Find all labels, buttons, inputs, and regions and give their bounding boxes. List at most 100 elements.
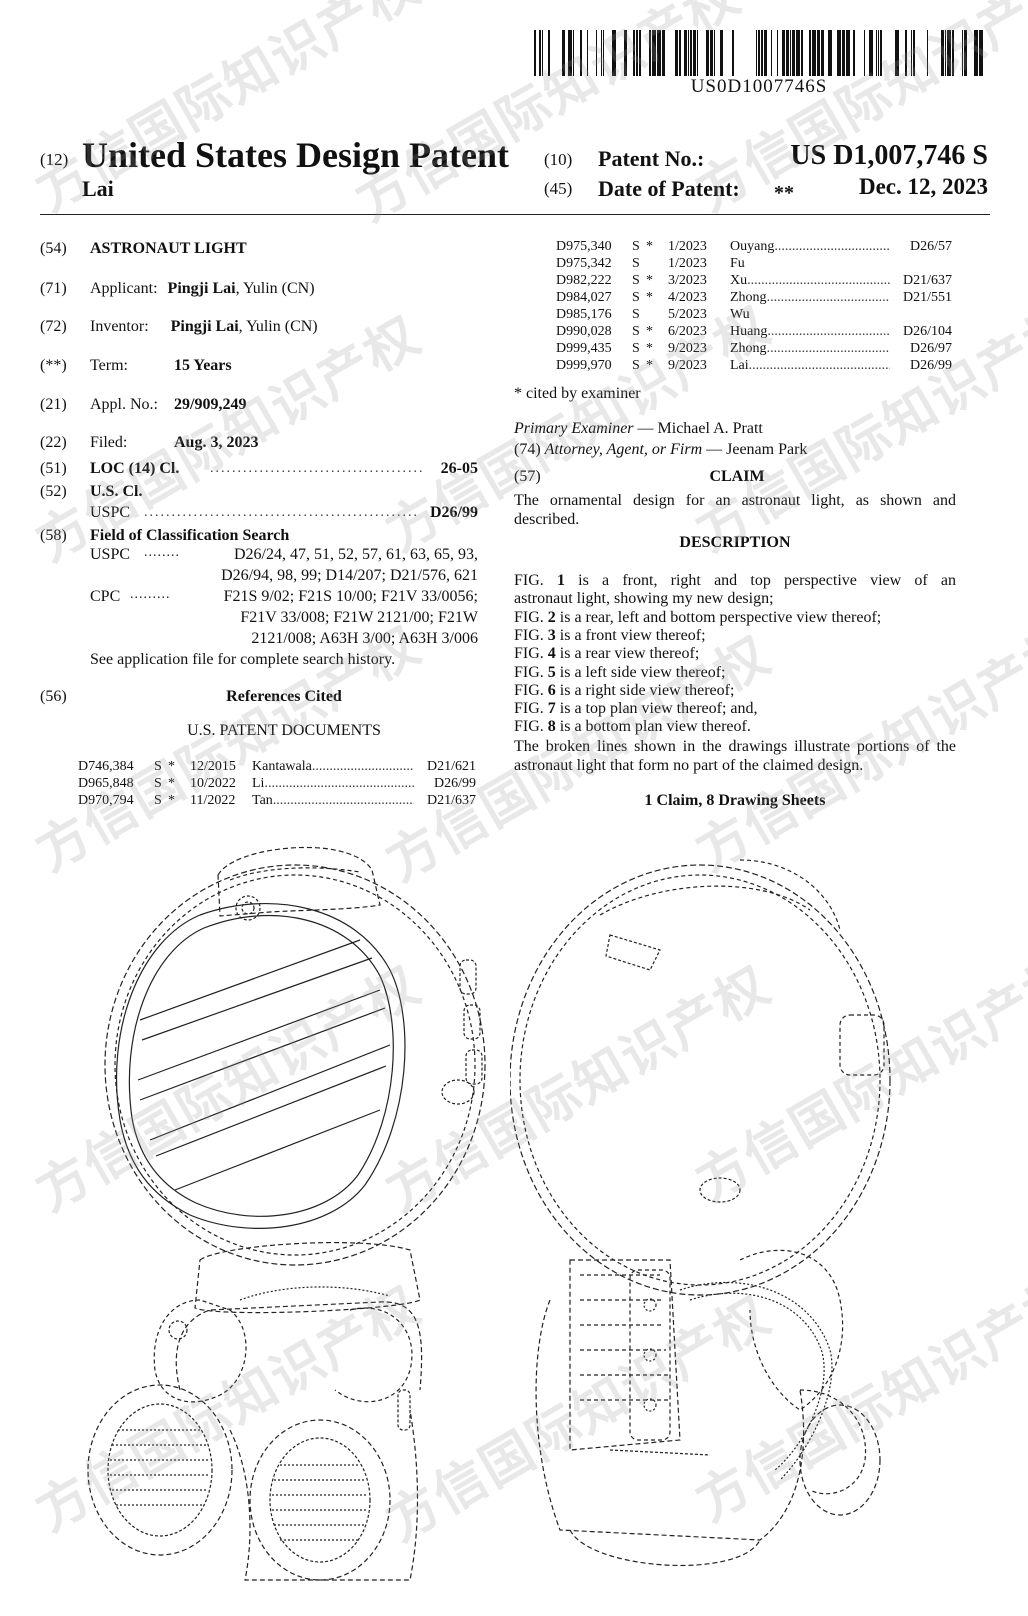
- us-cl-uspc-label: USPC: [90, 504, 131, 521]
- header-rule: [40, 214, 990, 215]
- reference-class: D26/99: [910, 358, 952, 373]
- figure-number: 5: [547, 663, 556, 681]
- inventor-location: , Yulin (CN): [238, 318, 318, 335]
- reference-name: Zhong ..................................…: [730, 341, 890, 356]
- reference-date: 6/2023: [668, 324, 707, 339]
- attorney-name: — Jeenam Park: [706, 441, 808, 458]
- reference-kind: S: [154, 759, 162, 774]
- appl-no-label: Appl. No.:: [90, 396, 158, 413]
- reference-date: 5/2023: [668, 307, 707, 322]
- us-cl-leader: ........................................…: [144, 505, 418, 520]
- figure-text: is a front view thereof;: [555, 626, 706, 644]
- reference-date: 9/2023: [668, 358, 707, 373]
- barcode: [534, 30, 983, 76]
- search-cpc-line-3: 2121/008; A63H 3/00; A63H 3/006: [251, 630, 478, 647]
- code-term: (**): [40, 357, 67, 374]
- figure-number: 7: [547, 700, 556, 718]
- broken-lines-note: The broken lines shown in the drawings i…: [514, 738, 956, 774]
- figure-description-line: FIG. 2 is a rear, left and bottom perspe…: [514, 609, 956, 627]
- reference-leader: ........................................…: [264, 776, 414, 791]
- figure-number: 1: [556, 572, 565, 589]
- search-cpc-leader: .........: [130, 587, 171, 602]
- reference-cited-marker: [646, 255, 668, 272]
- reference-class: D21/637: [903, 273, 952, 288]
- reference-name: Li .....................................…: [252, 775, 420, 792]
- reference-kind: S: [632, 307, 640, 322]
- code-56: (56): [40, 688, 67, 705]
- reference-number: D984,027: [556, 290, 612, 305]
- reference-date: 3/2023: [668, 273, 707, 288]
- us-patent-documents-heading: U.S. PATENT DOCUMENTS: [187, 722, 381, 739]
- reference-cited-marker: [646, 306, 668, 323]
- figure-text: is a rear view thereof;: [555, 645, 700, 663]
- search-uspc-line-2: D26/94, 98, 99; D14/207; D21/576, 621: [221, 567, 478, 584]
- reference-kind: S: [632, 358, 640, 373]
- figure-description-line: FIG. 8 is a bottom plan view thereof.: [514, 718, 956, 736]
- reference-cited-marker: *: [646, 290, 653, 305]
- reference-kind: S: [632, 239, 640, 254]
- figure-text: is a rear, left and bottom perspective v…: [555, 608, 882, 626]
- reference-class: D26/104: [903, 324, 952, 339]
- front-perspective-drawing: [87, 846, 486, 1581]
- code-21: (21): [40, 396, 67, 413]
- reference-cited-marker: *: [168, 793, 175, 808]
- reference-kind: S: [632, 273, 640, 288]
- date-marker: **: [774, 182, 794, 204]
- barcode-text: US0D1007746S: [690, 76, 828, 97]
- figure-number: 6: [547, 681, 556, 699]
- search-uspc-label: USPC: [90, 546, 131, 563]
- reference-leader: ........................................…: [767, 324, 891, 339]
- applicant-name: Pingji Lai: [167, 280, 236, 297]
- figure-text: is a right side view thereof;: [555, 681, 735, 699]
- reference-number: D975,342: [556, 256, 612, 271]
- applicant-field: Applicant: Pingji Lai, Yulin (CN): [90, 280, 315, 298]
- figure-prefix: FIG.: [514, 663, 548, 681]
- figure-prefix: FIG.: [514, 572, 557, 589]
- reference-leader: ........................................…: [766, 341, 890, 356]
- date-of-patent: Dec. 12, 2023: [858, 174, 988, 199]
- code-10: (10): [544, 150, 573, 169]
- appl-no-value: 29/909,249: [174, 396, 247, 413]
- reference-number: D985,176: [556, 307, 612, 322]
- code-74: (74): [514, 441, 541, 458]
- reference-name: Lai ....................................…: [730, 358, 890, 373]
- reference-class: D21/637: [427, 793, 476, 808]
- inventor-label: Inventor:: [90, 318, 149, 335]
- search-history-note: See application file for complete search…: [90, 651, 396, 668]
- reference-leader: ........................................…: [311, 759, 414, 774]
- inventor-field: Inventor: Pingji Lai, Yulin (CN): [90, 318, 318, 336]
- figure-prefix: FIG.: [514, 681, 548, 699]
- applicant-label: Applicant:: [90, 280, 158, 297]
- reference-kind: S: [632, 341, 640, 356]
- primary-examiner-label: Primary Examiner: [514, 420, 634, 437]
- reference-number: D982,222: [556, 273, 612, 288]
- primary-examiner-line: Primary Examiner — Michael A. Pratt: [514, 420, 763, 438]
- reference-number: D970,794: [78, 793, 134, 808]
- filed-label: Filed:: [90, 434, 128, 451]
- reference-class: [896, 306, 956, 323]
- figure-description-line: FIG. 5 is a left side view thereof;: [514, 664, 956, 682]
- reference-kind: S: [154, 776, 162, 791]
- loc-label: LOC (14) Cl.: [90, 460, 180, 477]
- reference-class: D26/97: [910, 341, 952, 356]
- reference-date: 10/2022: [190, 776, 236, 791]
- code-12: (12): [40, 150, 69, 169]
- reference-cited-marker: *: [646, 358, 653, 373]
- code-57: (57): [514, 468, 541, 485]
- search-uspc-line-1: D26/24, 47, 51, 52, 57, 61, 63, 65, 93,: [234, 546, 478, 563]
- code-45: (45): [544, 179, 573, 198]
- reference-leader: ........................................…: [748, 358, 890, 373]
- reference-cited-marker: *: [646, 239, 653, 254]
- claims-count: 1 Claim, 8 Drawing Sheets: [644, 792, 826, 809]
- code-71: (71): [40, 280, 67, 297]
- term-label: Term:: [90, 357, 128, 374]
- reference-kind: S: [154, 793, 162, 808]
- search-cpc-line-2: F21V 33/008; F21W 2121/00; F21W: [240, 609, 478, 626]
- reference-name: Kantawala ..............................…: [252, 759, 414, 774]
- reference-name: Fu: [730, 256, 745, 271]
- reference-number: D999,970: [556, 358, 612, 373]
